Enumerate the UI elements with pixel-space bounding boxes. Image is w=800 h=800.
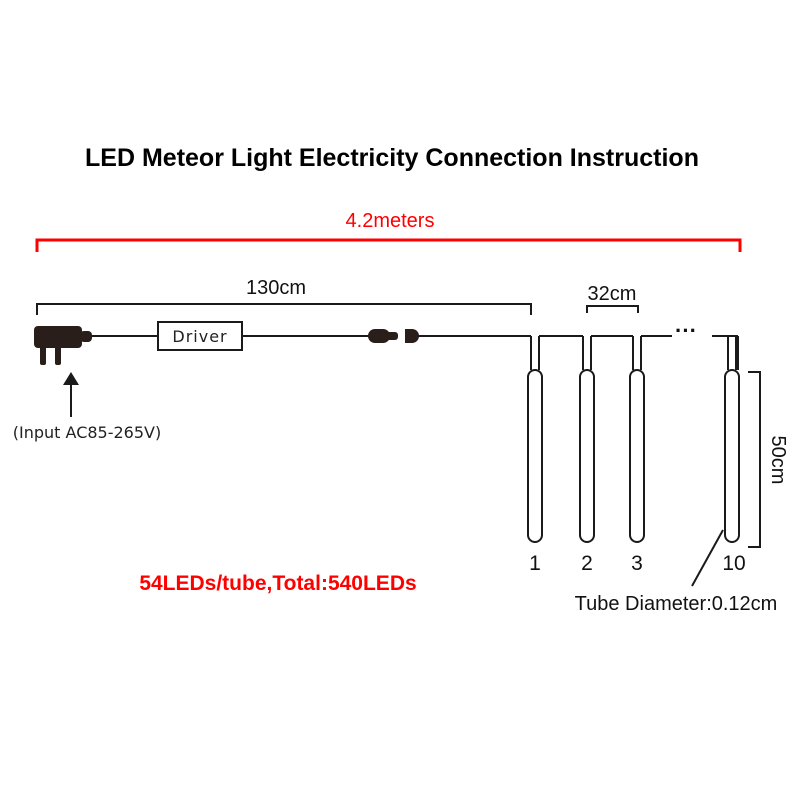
tube-body <box>724 369 740 543</box>
tube-spacing-label: 32cm <box>588 283 637 305</box>
tube-group: 1 2 3 10 <box>527 335 746 575</box>
tube-body <box>579 369 595 543</box>
lead-length-bracket <box>36 303 532 315</box>
led-tube-1: 1 <box>527 335 547 575</box>
tube-bus-wire <box>530 335 739 370</box>
tube-spacing-bracket <box>586 305 639 313</box>
tube-body <box>527 369 543 543</box>
tube-number-label: 10 <box>722 552 745 575</box>
female-connector-icon <box>405 329 419 343</box>
led-tube-2: 2 <box>579 335 599 575</box>
driver-label: Driver <box>172 327 227 346</box>
tube-number-label: 1 <box>529 552 541 575</box>
input-arrow-icon <box>63 372 79 417</box>
tube-diameter-label: Tube Diameter:0.12cm <box>575 593 778 615</box>
total-length-label: 4.2meters <box>346 210 435 232</box>
led-tube-10: 10 <box>722 336 746 575</box>
input-voltage-label: (Input AC85-265V) <box>13 423 161 442</box>
ellipsis: ··· <box>675 318 697 343</box>
power-plug-icon <box>34 326 92 365</box>
tube-length-bracket <box>748 371 761 548</box>
led-count-label: 54LEDs/tube,Total:540LEDs <box>139 572 416 595</box>
tube-number-label: 3 <box>631 552 643 575</box>
diagram-title: LED Meteor Light Electricity Connection … <box>85 144 699 172</box>
led-tube-3: 3 <box>629 335 649 575</box>
total-length-bracket <box>35 238 742 252</box>
lead-length-label: 130cm <box>246 277 306 299</box>
tube-length-label: 50cm <box>767 436 789 485</box>
diameter-pointer-line <box>691 529 724 587</box>
tube-body <box>629 369 645 543</box>
male-connector-icon <box>368 329 398 343</box>
tube-number-label: 2 <box>581 552 593 575</box>
